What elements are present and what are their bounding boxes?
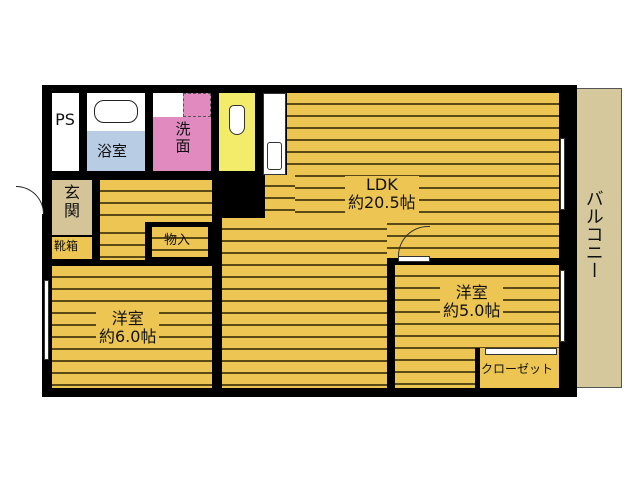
balcony-label: バルコニー — [582, 189, 604, 279]
ldk-label: LDK 約20.5帖 — [345, 175, 419, 213]
hallway-lower — [100, 222, 145, 260]
stove-icon — [268, 100, 280, 124]
western-room-5-size: 約5.0帖 — [443, 301, 501, 321]
toilet — [219, 93, 255, 171]
sink-icon — [153, 93, 183, 117]
ldk-lower — [222, 218, 387, 388]
toilet-icon — [229, 105, 245, 135]
closet-label: クローゼット — [481, 362, 554, 376]
kitchen-counter — [263, 93, 286, 175]
ldk-name: LDK — [365, 175, 398, 194]
ps-label: PS — [55, 110, 75, 129]
pipe-space: PS — [52, 93, 79, 171]
western-room-6-label: 洋室 約6.0帖 — [96, 309, 160, 347]
bathroom: 浴室 — [87, 93, 145, 171]
western-room-6-size: 約6.0帖 — [99, 327, 157, 347]
washing-machine-icon — [183, 93, 211, 117]
entrance-label: 玄関 — [63, 183, 80, 221]
entrance: 玄関 — [52, 180, 92, 235]
shoe-cabinet: 靴箱 — [52, 237, 92, 259]
bath-label: 浴室 — [97, 142, 128, 160]
window-east-bedroom — [560, 270, 565, 342]
window-east-ldk — [560, 138, 565, 210]
door-slot-bedroom5 — [398, 256, 430, 262]
sink-basin-icon — [267, 142, 282, 170]
washroom: 洗面 — [153, 93, 211, 171]
washroom-label: 洗面 — [175, 120, 191, 156]
bath-floor — [87, 131, 145, 171]
storage-closet: 物入 — [152, 227, 208, 257]
western-room-5-name: 洋室 — [455, 283, 488, 302]
western-room-5-label: 洋室 約5.0帖 — [440, 283, 504, 321]
shoe-cabinet-label: 靴箱 — [54, 239, 79, 253]
ldk-size: 約20.5帖 — [348, 193, 416, 213]
western-room-6 — [52, 266, 212, 388]
storage-label: 物入 — [164, 233, 191, 248]
entrance-door — [16, 186, 44, 214]
hallway — [100, 180, 212, 222]
closet-door — [485, 348, 557, 355]
window-west — [44, 280, 49, 360]
closet: クローゼット — [475, 348, 559, 388]
bathtub-icon — [94, 100, 138, 123]
western-room-6-name: 洋室 — [111, 309, 144, 328]
ldk-hall — [265, 175, 295, 218]
